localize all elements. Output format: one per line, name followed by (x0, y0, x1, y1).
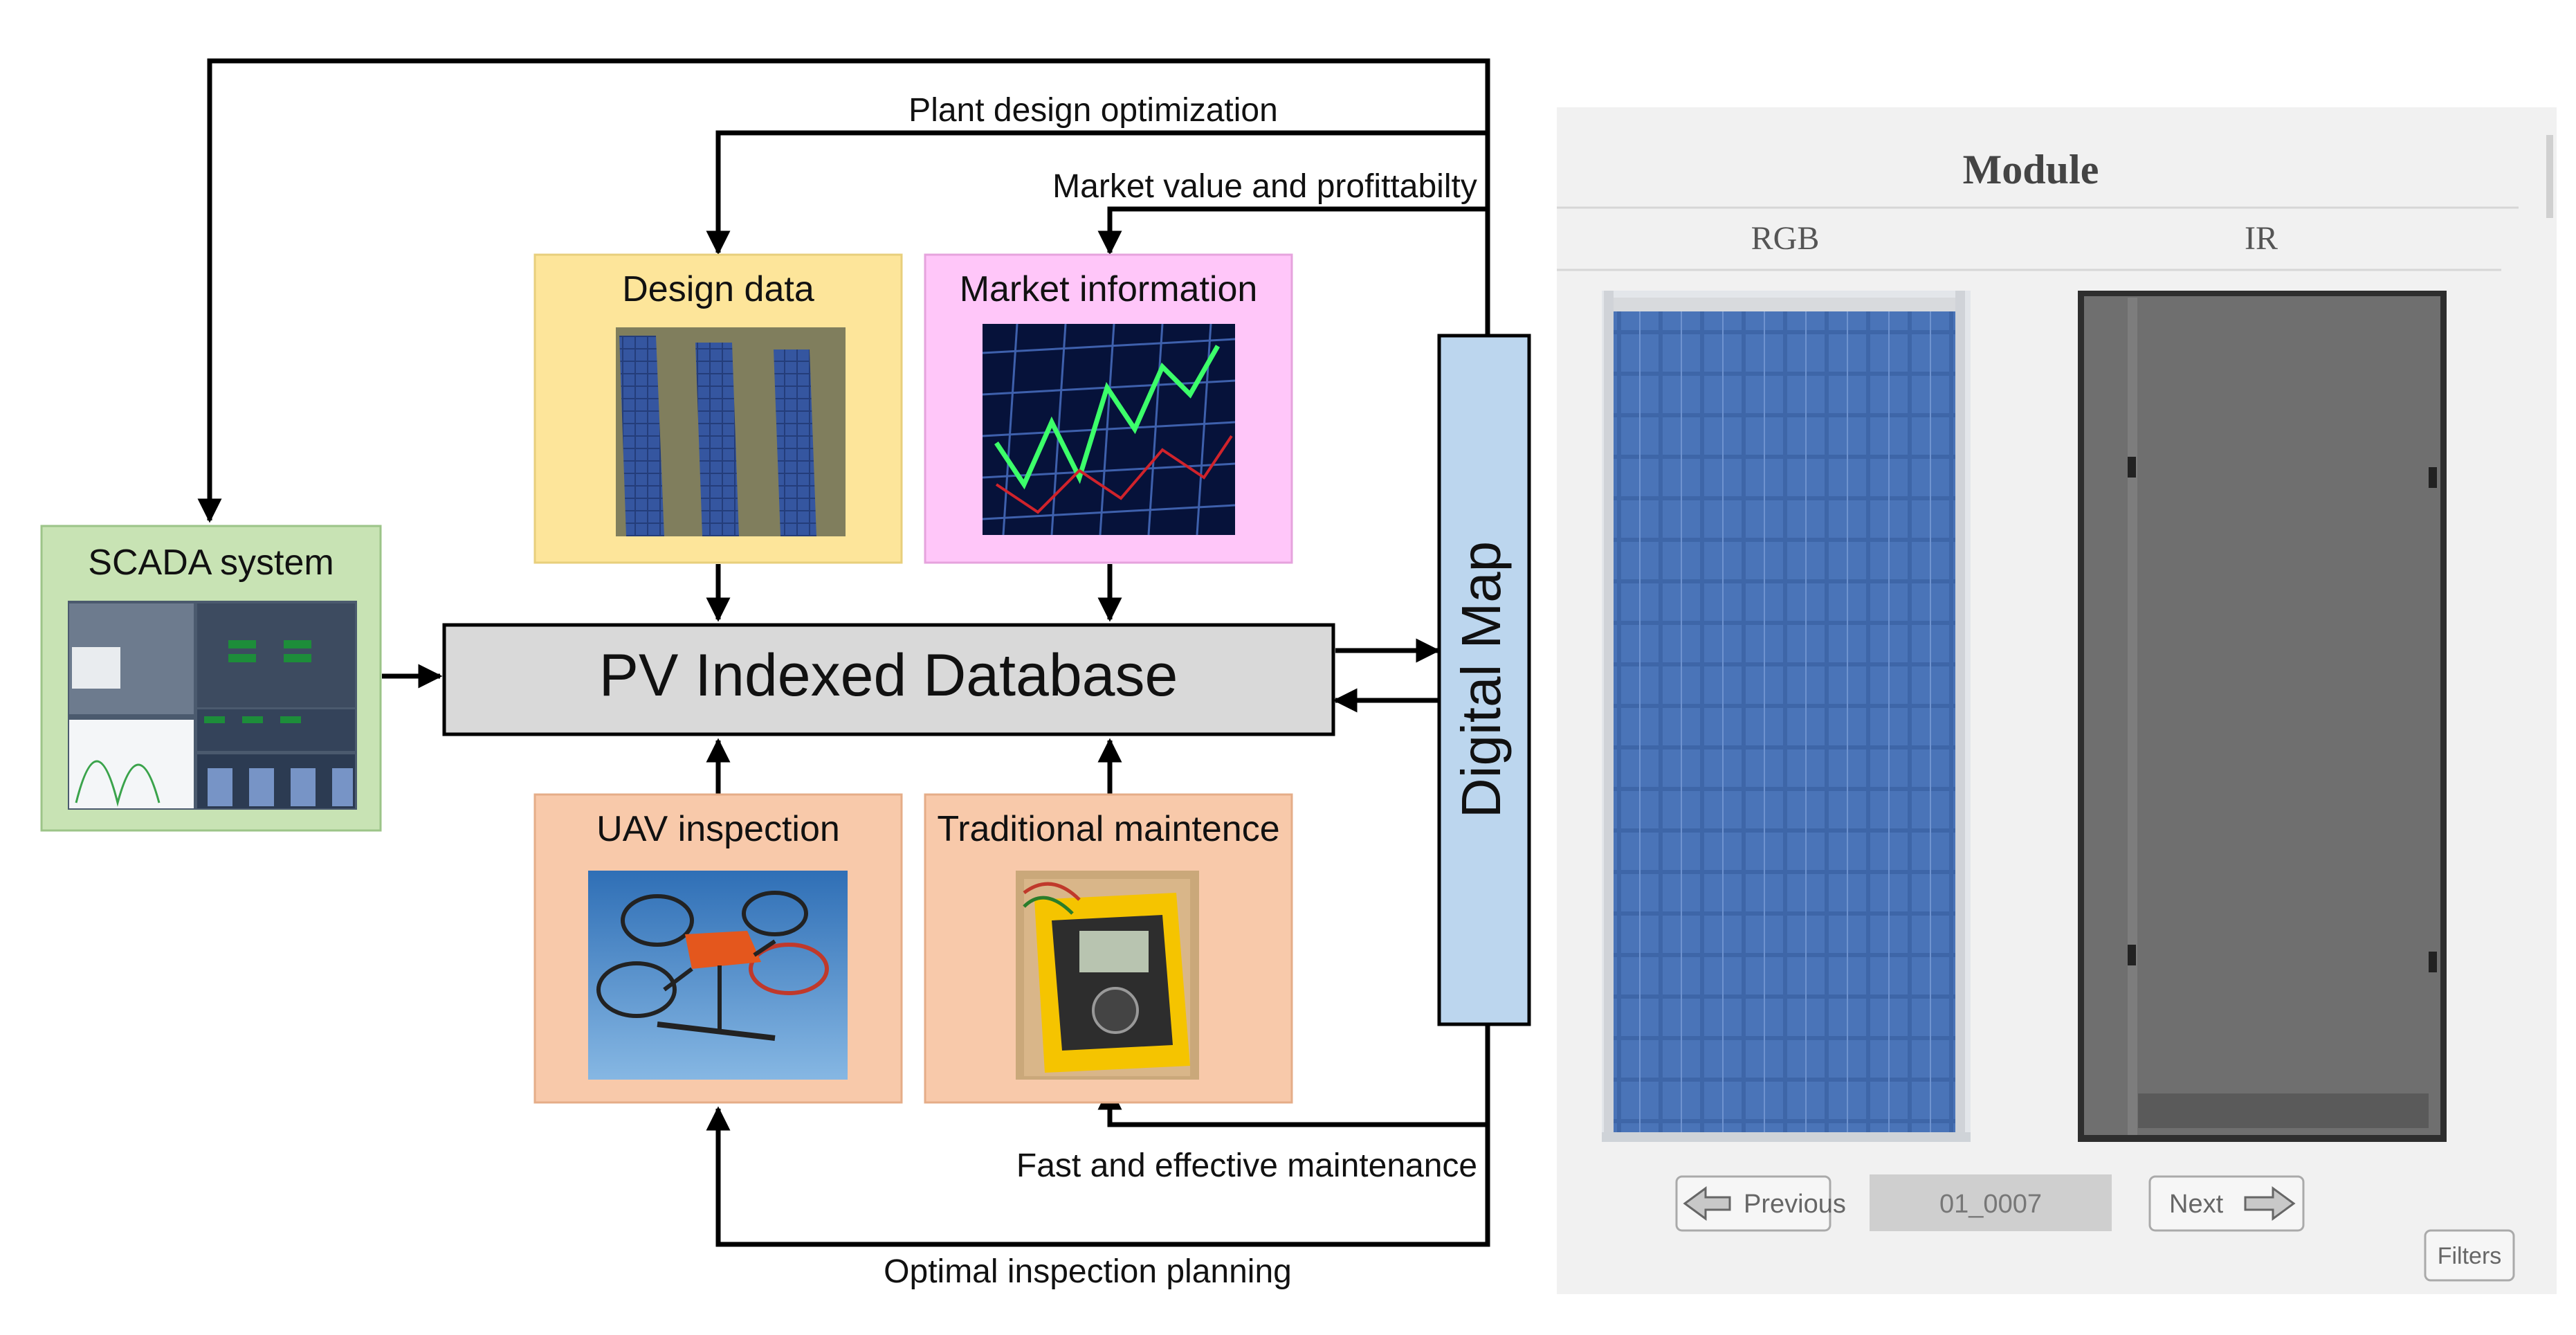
digital-map-title: Digital Map (1450, 541, 1512, 818)
scada-screenshot-image (68, 601, 357, 810)
traditional-maintenance-box: Traditional maintence (924, 793, 1293, 1104)
arrow-to-scada (197, 58, 1490, 523)
next-label: Next (2169, 1190, 2224, 1219)
database-title: PV Indexed Database (599, 642, 1178, 709)
drone-image (588, 871, 848, 1080)
arrow-market-value (1097, 206, 1488, 255)
design-data-box: Design data (533, 253, 903, 564)
rgb-label: RGB (1751, 220, 1820, 257)
scada-title: SCADA system (88, 543, 334, 583)
module-id-value: 01_0007 (1939, 1190, 2042, 1219)
module-viewer-panel: Module RGB IR Previou (1557, 107, 2557, 1294)
stock-chart-image (982, 323, 1236, 536)
arrow-plant-design (706, 130, 1488, 255)
connectors (197, 58, 1490, 1247)
design-data-title: Design data (622, 269, 814, 309)
filters-label: Filters (2438, 1243, 2502, 1269)
pv-indexed-database: PV Indexed Database (442, 623, 1335, 736)
arrow-inspection-planning (706, 1023, 1490, 1247)
market-information-box: Market information (924, 253, 1293, 564)
arrow-right-icon (2244, 1186, 2296, 1221)
label-market-value: Market value and profittabilty (1052, 168, 1477, 205)
filters-button[interactable]: Filters (2424, 1229, 2515, 1282)
scada-box: SCADA system (40, 525, 382, 832)
multimeter-image (1016, 871, 1199, 1080)
traditional-maintenance-title: Traditional maintence (937, 809, 1279, 849)
solar-rows-aerial-image (616, 327, 846, 536)
uav-inspection-box: UAV inspection (533, 793, 903, 1104)
label-fast-maintenance: Fast and effective maintenance (1016, 1147, 1477, 1184)
next-button[interactable]: Next (2148, 1175, 2305, 1232)
ir-module-image (2078, 291, 2447, 1142)
digital-map-box: Digital Map (1437, 334, 1531, 1026)
previous-label: Previous (1744, 1190, 1846, 1219)
ir-label: IR (2245, 220, 2278, 257)
rgb-module-image (1602, 291, 1971, 1142)
label-inspection-planning: Optimal inspection planning (884, 1253, 1292, 1290)
label-plant-design: Plant design optimization (908, 92, 1278, 129)
viewer-title: Module (1963, 147, 2099, 192)
previous-button[interactable]: Previous (1675, 1175, 1846, 1232)
module-id-field[interactable]: 01_0007 (1870, 1174, 2112, 1231)
market-information-title: Market information (960, 269, 1258, 309)
uav-inspection-title: UAV inspection (596, 809, 840, 849)
arrow-left-icon (1683, 1186, 1731, 1221)
